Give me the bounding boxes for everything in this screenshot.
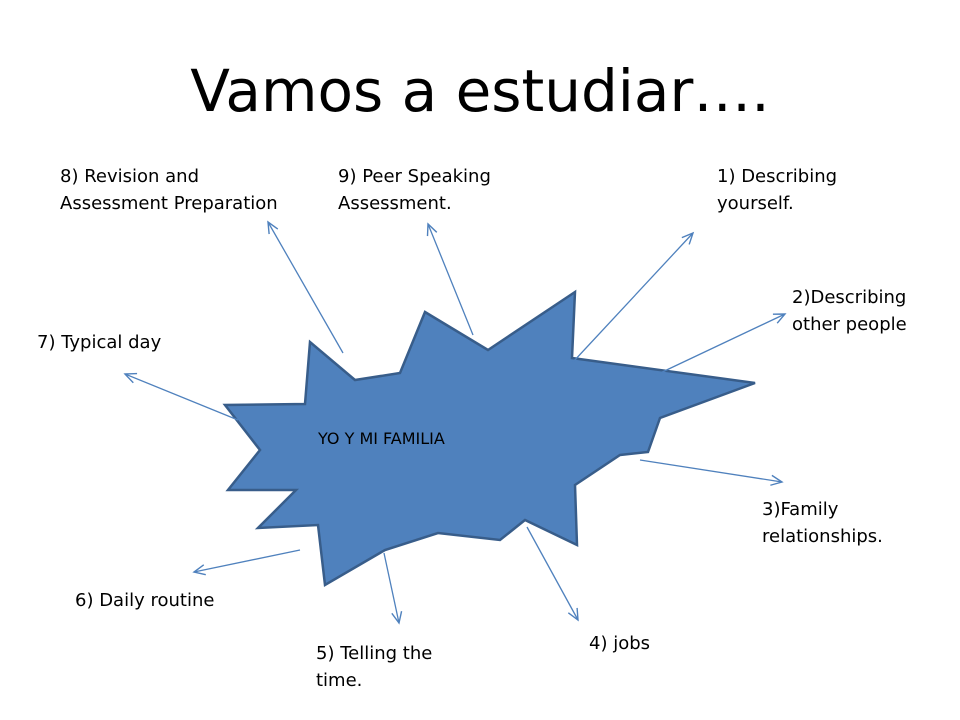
slide-title: Vamos a estudiar….	[190, 57, 770, 125]
arrow-to-topic-2	[655, 313, 787, 376]
arrow-to-topic-7	[123, 372, 239, 421]
arrow-to-topic-8	[267, 220, 344, 354]
central-star-shape	[222, 289, 756, 588]
topic-8-label: 8) Revision and Assessment Preparation	[60, 166, 278, 214]
topic-3-label: 3)Family relationships.	[762, 499, 883, 547]
arrow-to-topic-3	[639, 459, 784, 486]
topic-4-label: 4) jobs	[589, 633, 651, 654]
arrow-to-topic-9	[426, 222, 474, 336]
arrow-to-topic-4	[526, 526, 579, 622]
arrow-to-topic-1	[572, 231, 695, 363]
topic-6-label: 6) Daily routine	[75, 590, 215, 611]
arrow-to-topic-6	[192, 549, 301, 576]
arrow-to-topic-5	[383, 552, 403, 625]
topic-7-label: 7) Typical day	[37, 332, 162, 353]
arrows-group	[123, 220, 787, 625]
topic-9-label: 9) Peer Speaking Assessment.	[338, 166, 491, 214]
topic-5-label: 5) Telling the time.	[316, 643, 433, 691]
center-topic-label: YO Y MI FAMILIA	[318, 429, 445, 448]
topic-2-label: 2)Describing other people	[792, 287, 907, 335]
topic-1-label: 1) Describing yourself.	[717, 166, 838, 214]
